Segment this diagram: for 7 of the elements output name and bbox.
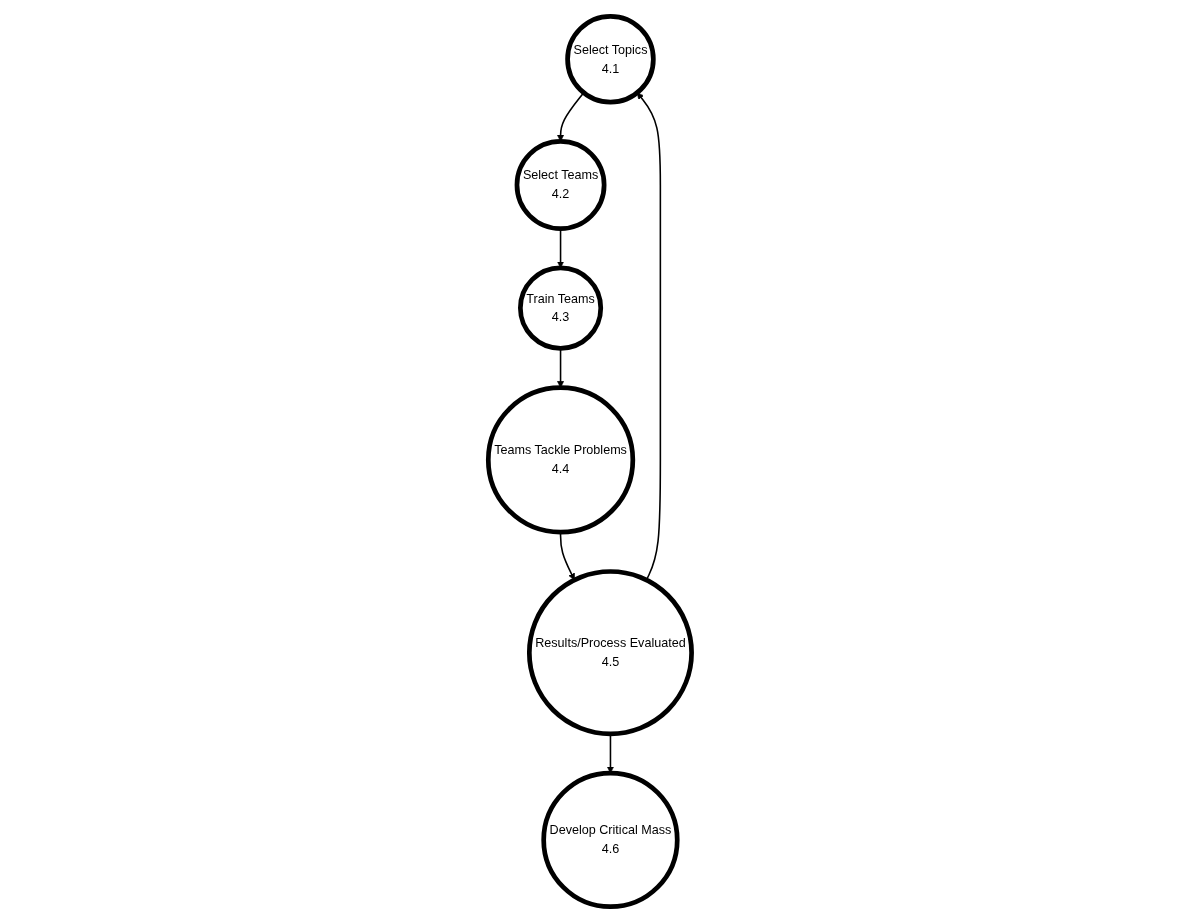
node-circle: Teams Tackle Problems 4.4: [485, 385, 636, 535]
node-circle: Results/Process Evaluated 4.5: [527, 569, 694, 737]
node-circle: Train Teams 4.3: [518, 265, 604, 351]
node-circle: Select Topics 4.1: [565, 13, 656, 105]
node-circle: Select Teams 4.2: [514, 139, 607, 231]
node-circle: Develop Critical Mass 4.6: [541, 770, 680, 910]
arrow: [559, 531, 575, 581]
